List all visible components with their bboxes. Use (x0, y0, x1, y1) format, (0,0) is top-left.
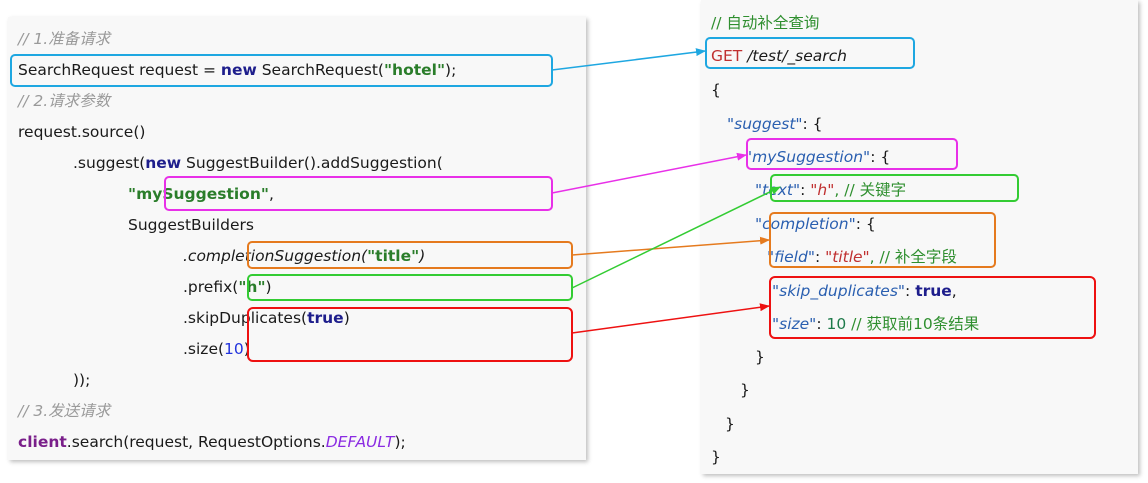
java-code-panel (8, 17, 586, 460)
highlight-box-prefix-java (247, 274, 573, 301)
json-key-completion: "completion" (755, 215, 856, 233)
constant-default: DEFAULT (325, 433, 395, 451)
code-line-search-request: SearchRequest request = new SearchReques… (18, 60, 456, 80)
json-close-brace: } (740, 381, 750, 399)
highlight-box-mysuggestion-json (746, 138, 958, 170)
json-close-brace: } (755, 348, 765, 366)
json-token: : (814, 248, 826, 266)
code-line-suggestion-name: "mySuggestion", (128, 184, 274, 204)
json-token: , (951, 282, 957, 300)
string-title: "title" (367, 247, 420, 265)
json-value-10: 10 (826, 315, 847, 333)
code-line-suggest-builders: SuggestBuilders (128, 216, 254, 234)
code-token: .skipDuplicates( (183, 309, 308, 327)
highlight-box-skip-size-json (769, 276, 1096, 339)
connector-arrow-red (571, 303, 770, 334)
json-token: : (800, 181, 811, 199)
code-line-source: request.source() (18, 123, 146, 141)
comment-prepare-request: // 1.准备请求 (18, 30, 111, 48)
json-token: : (816, 315, 827, 333)
json-key-suggest: "suggest" (727, 115, 803, 133)
code-token: ) (265, 278, 272, 296)
request-line: GET /test/_search (711, 46, 847, 66)
connector-arrow-orange (571, 236, 770, 256)
json-key-mysuggestion: "mySuggestion" (745, 148, 871, 166)
code-token: .completionSuggestion( (183, 247, 368, 265)
code-line-suggest: .suggest(new SuggestBuilder().addSuggest… (73, 153, 443, 173)
code-token: , (268, 185, 274, 203)
json-key-size: "size" (772, 315, 817, 333)
json-open-brace: { (711, 81, 721, 99)
json-line-field: "field": "title", // 补全字段 (767, 247, 957, 267)
connector-arrow-green (571, 186, 781, 289)
highlight-box-text-json (770, 174, 1019, 202)
json-token: : (905, 282, 916, 300)
code-token: .suggest( (73, 154, 146, 172)
json-token: : { (802, 115, 823, 133)
json-value-true: true (915, 282, 952, 300)
code-token: SuggestBuilder().addSuggestion( (181, 154, 443, 172)
code-token: ) (243, 340, 250, 358)
json-line-skip-duplicates: "skip_duplicates": true, (772, 281, 957, 301)
code-line-skip-duplicates: .skipDuplicates(true) (183, 308, 350, 328)
code-line-size: .size(10) (183, 339, 250, 359)
code-token: ) (343, 309, 350, 327)
comment-autocomplete-query: // 自动补全查询 (711, 14, 820, 32)
request-path: /test/_search (742, 47, 847, 65)
highlight-box-skip-size-java (247, 307, 573, 362)
string-h: "h" (238, 278, 266, 296)
keyword-true: true (307, 309, 344, 327)
json-line-completion: "completion": { (755, 214, 876, 234)
code-line-completion: .completionSuggestion("title") (183, 246, 425, 266)
code-token: ) (419, 247, 426, 265)
json-key-field: "field" (767, 248, 815, 266)
code-token: ); (445, 61, 457, 79)
code-token: SearchRequest( (256, 61, 384, 79)
http-method: GET (711, 47, 743, 65)
keyword-new: new (145, 154, 182, 172)
json-close-brace: } (711, 448, 721, 466)
highlight-box-completion-json (769, 212, 996, 268)
number-10: 10 (224, 340, 244, 358)
code-token: .prefix( (183, 278, 239, 296)
highlight-box-get-request (705, 37, 915, 69)
comment-keyword: , // 关键字 (834, 181, 907, 199)
json-value-title: "title" (825, 248, 870, 266)
json-token: : { (870, 148, 891, 166)
json-token: : { (855, 215, 876, 233)
code-token: .size( (183, 340, 225, 358)
json-key-skip-duplicates: "skip_duplicates" (772, 282, 906, 300)
json-line-suggest: "suggest": { (727, 114, 823, 134)
highlight-box-search-request (10, 54, 553, 87)
code-line-client-search: client.search(request, RequestOptions.DE… (18, 432, 406, 452)
keyword-new: new (220, 61, 257, 79)
connector-arrow-blue (551, 48, 706, 71)
code-token: SearchRequest request = (18, 61, 221, 79)
identifier-client: client (18, 433, 67, 451)
highlight-box-mysuggestion-java (164, 176, 553, 211)
json-line-mysuggestion: "mySuggestion": { (745, 147, 890, 167)
json-value-h: "h" (810, 181, 835, 199)
connector-arrow-magenta (551, 152, 747, 194)
json-close-brace: } (725, 415, 735, 433)
comment-request-params: // 2.请求参数 (18, 92, 111, 110)
json-line-size: "size": 10 // 获取前10条结果 (772, 314, 979, 334)
code-line-prefix: .prefix("h") (183, 277, 272, 297)
dsl-query-panel (701, 0, 1138, 474)
comment-complete-field: , // 补全字段 (869, 248, 957, 266)
code-line-close: )); (73, 371, 91, 389)
highlight-box-completion-java (247, 241, 573, 269)
string-hotel: "hotel" (383, 61, 446, 79)
comment-top-10: // 获取前10条结果 (846, 315, 980, 333)
code-token: ); (394, 433, 406, 451)
code-token: .search(request, RequestOptions. (66, 433, 326, 451)
comment-send-request: // 3.发送请求 (18, 402, 111, 420)
string-mysuggestion: "mySuggestion" (128, 185, 269, 203)
